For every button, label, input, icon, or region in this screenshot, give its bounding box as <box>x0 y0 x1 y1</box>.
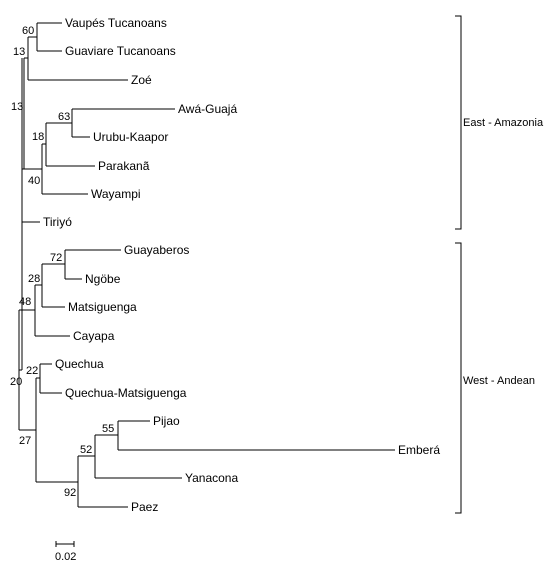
taxon-label: Urubu-Kaapor <box>93 130 168 144</box>
taxon-label: Pijao <box>153 414 180 428</box>
taxon-label: Emberá <box>398 443 440 457</box>
scale-bar: 0.02 <box>55 541 76 563</box>
support-value: 60 <box>22 25 34 37</box>
taxon-label: Vaupés Tucanoans <box>65 16 167 30</box>
taxon-label: Quechua-Matsiguenga <box>65 386 187 400</box>
west-andean-label: West - Andean <box>463 375 535 387</box>
west-andean-bracket <box>455 242 462 514</box>
support-value: 52 <box>80 444 92 456</box>
tree-branches <box>19 22 395 508</box>
taxon-label: Tiriyó <box>43 215 72 229</box>
group-brackets: East - Amazonia West - Andean <box>455 15 544 514</box>
taxon-label: Paez <box>131 500 158 514</box>
support-values: 60 13 13 63 18 40 72 28 48 22 20 27 55 5… <box>10 25 114 499</box>
taxon-label: Yanacona <box>185 471 238 485</box>
taxon-label: Zoé <box>131 73 152 87</box>
east-amazonia-bracket <box>455 15 462 230</box>
support-value: 27 <box>19 435 31 447</box>
taxon-label: Cayapa <box>73 329 115 343</box>
taxon-label: Quechua <box>55 357 104 371</box>
support-value: 63 <box>58 111 70 123</box>
support-value: 55 <box>102 423 114 435</box>
support-value: 13 <box>11 101 23 113</box>
tree-connectors <box>18 23 119 507</box>
scale-bar-label: 0.02 <box>55 551 76 563</box>
support-value: 40 <box>28 175 40 187</box>
taxon-label: Parakanã <box>98 159 150 173</box>
taxon-label: Ngöbe <box>85 272 121 286</box>
support-value: 20 <box>10 376 22 388</box>
support-value: 28 <box>28 273 40 285</box>
support-value: 72 <box>50 252 62 264</box>
taxon-labels: Vaupés Tucanoans Guaviare Tucanoans Zoé … <box>43 16 440 514</box>
taxon-label: Wayampi <box>91 187 141 201</box>
support-value: 18 <box>32 131 44 143</box>
taxon-label: Guaviare Tucanoans <box>65 44 176 58</box>
east-amazonia-label: East - Amazonia <box>463 117 544 129</box>
support-value: 92 <box>64 487 76 499</box>
taxon-label: Guayaberos <box>124 243 189 257</box>
support-value: 48 <box>19 296 31 308</box>
taxon-label: Matsiguenga <box>68 300 137 314</box>
taxon-label: Awá-Guajá <box>178 102 237 116</box>
support-value: 13 <box>13 46 25 58</box>
support-value: 22 <box>26 365 38 377</box>
